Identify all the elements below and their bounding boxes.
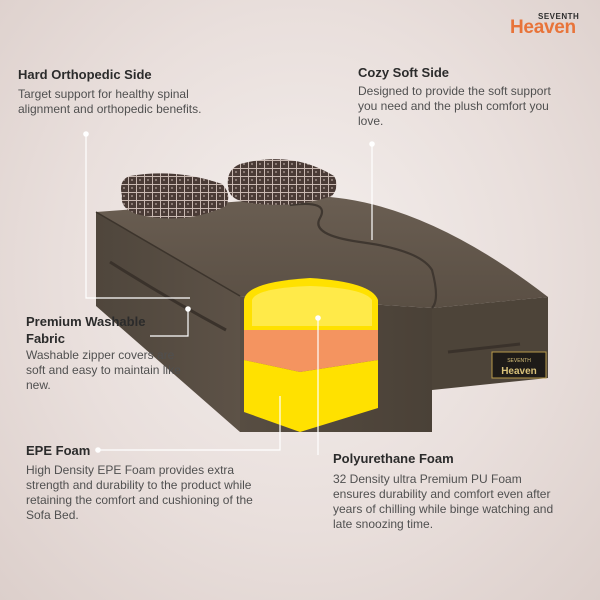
pillow-right — [227, 159, 337, 205]
hard-side-title: Hard Orthopedic Side — [18, 67, 152, 82]
brand-logo-small: SEVENTH — [538, 12, 580, 21]
callout-premium — [150, 306, 191, 337]
hard-side-text: Target support for healthy spinal alignm… — [18, 87, 202, 116]
pu-foam-text: 32 Density ultra Premium PU Foam ensures… — [333, 472, 554, 531]
foam-top-yellow-face — [252, 286, 372, 326]
foam-bottom-yellow — [244, 360, 378, 432]
product-badge: SEVENTH Heaven — [491, 351, 547, 379]
callout-pu — [315, 315, 321, 455]
brand-logo-big: Heaven — [510, 17, 576, 38]
epe-foam-title: EPE Foam — [26, 443, 91, 458]
cozy-side-text: Designed to provide the soft support you… — [358, 84, 551, 128]
pu-foam-title: Polyurethane Foam — [333, 451, 454, 466]
cozy-side-title: Cozy Soft Side — [358, 65, 450, 80]
callout-hard — [83, 131, 190, 299]
foam-orange — [244, 330, 378, 372]
callout-epe — [95, 396, 281, 453]
fabric-text: Washable zipper covers are soft and easy… — [26, 348, 181, 392]
zipper-right — [447, 342, 521, 354]
badge-big: Heaven — [501, 366, 537, 377]
epe-foam-text: High Density EPE Foam provides extra str… — [26, 463, 253, 522]
callout-cozy — [369, 141, 375, 240]
mattress-left-side — [96, 212, 240, 432]
brand-logo: SEVENTH Heaven — [510, 12, 590, 38]
pillow-left — [121, 173, 229, 219]
mattress-piping — [95, 211, 241, 297]
mattress-seam — [289, 202, 438, 309]
fabric-title: Premium Washable Fabric — [26, 314, 146, 346]
badge-small: SEVENTH — [507, 358, 531, 364]
